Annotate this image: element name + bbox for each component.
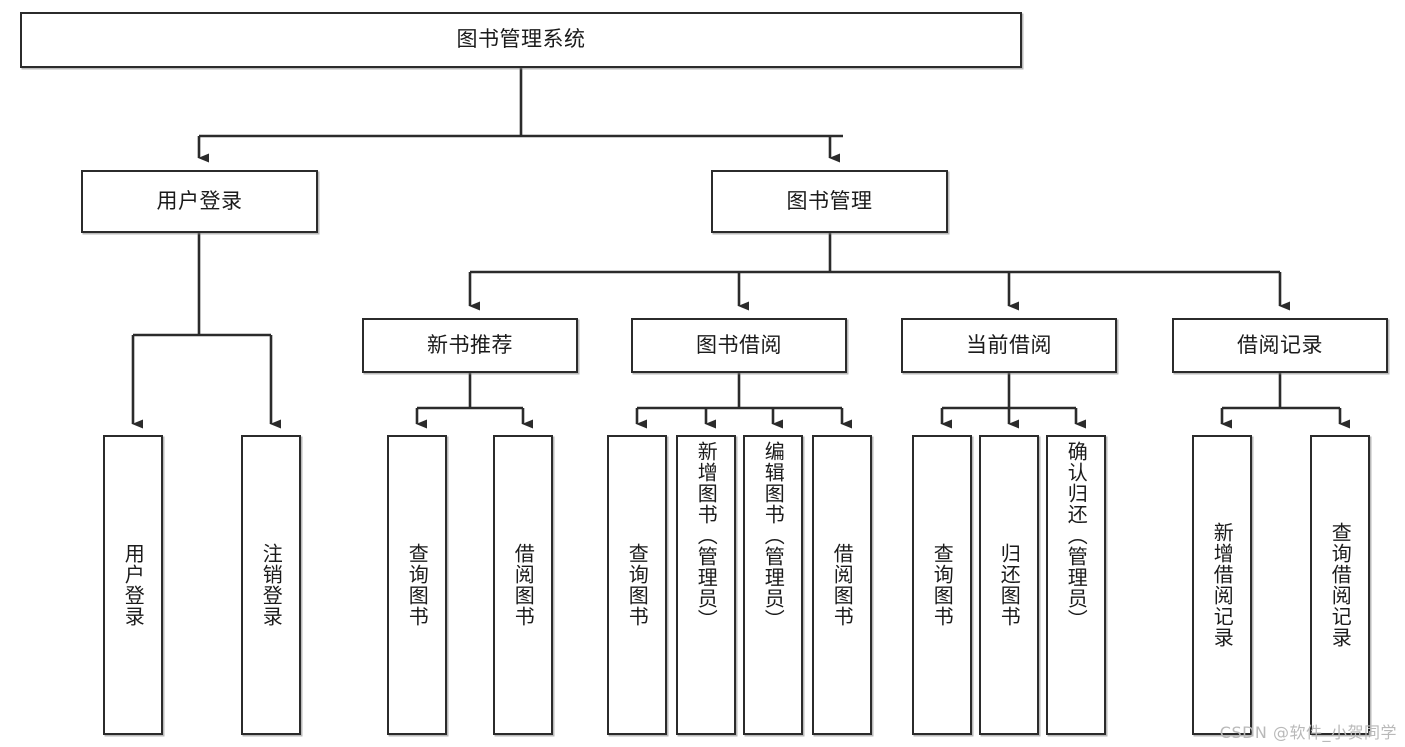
node-leaf-borrow-book-1[interactable]: 借阅图书 (493, 435, 553, 735)
node-leaf-query-record[interactable]: 查询借阅记录 (1310, 435, 1370, 735)
node-leaf-confirm-return-label: 确认归还（管理员） (1064, 441, 1089, 630)
node-leaf-return-book-label: 归还图书 (997, 543, 1022, 627)
node-leaf-query-book-3-label: 查询图书 (930, 543, 955, 627)
node-leaf-edit-book[interactable]: 编辑图书（管理员） (743, 435, 803, 735)
node-current-borrow[interactable]: 当前借阅 (901, 318, 1117, 373)
node-book-borrow-label: 图书借阅 (696, 332, 782, 357)
node-leaf-query-book-2-label: 查询图书 (625, 543, 650, 627)
node-leaf-borrow-book-1-label: 借阅图书 (511, 543, 536, 627)
leaf-user-login-inner: 用户登录 (105, 437, 161, 733)
node-leaf-add-book[interactable]: 新增图书（管理员） (676, 435, 736, 735)
node-leaf-query-record-label: 查询借阅记录 (1328, 522, 1353, 648)
node-book-management-label: 图书管理 (786, 188, 873, 213)
node-leaf-query-book-3[interactable]: 查询图书 (912, 435, 972, 735)
node-leaf-user-login[interactable]: 用户登录 (103, 435, 163, 735)
node-leaf-confirm-return[interactable]: 确认归还（管理员） (1046, 435, 1106, 735)
node-leaf-add-record-label: 新增借阅记录 (1210, 522, 1235, 648)
node-leaf-user-login-label: 用户登录 (121, 543, 146, 627)
node-leaf-borrow-book-2[interactable]: 借阅图书 (812, 435, 872, 735)
node-book-borrow[interactable]: 图书借阅 (631, 318, 847, 373)
node-leaf-return-book[interactable]: 归还图书 (979, 435, 1039, 735)
leaf-query-book-2-inner: 查询图书 (609, 437, 665, 733)
node-new-book-recommend[interactable]: 新书推荐 (362, 318, 578, 373)
node-book-management[interactable]: 图书管理 (711, 170, 948, 233)
leaf-query-book-1-inner: 查询图书 (389, 437, 445, 733)
node-borrow-record-label: 借阅记录 (1237, 332, 1323, 357)
leaf-query-book-3-inner: 查询图书 (914, 437, 970, 733)
leaf-add-book-inner: 新增图书（管理员） (678, 437, 734, 737)
leaf-user-logout-inner: 注销登录 (243, 437, 299, 733)
leaf-return-book-inner: 归还图书 (981, 437, 1037, 733)
node-root[interactable]: 图书管理系统 (20, 12, 1022, 68)
node-new-book-recommend-label: 新书推荐 (427, 332, 513, 357)
node-leaf-borrow-book-2-label: 借阅图书 (830, 543, 855, 627)
node-leaf-query-book-1-label: 查询图书 (405, 543, 430, 627)
node-user-login-label: 用户登录 (156, 188, 243, 213)
node-leaf-query-book-1[interactable]: 查询图书 (387, 435, 447, 735)
node-leaf-user-logout[interactable]: 注销登录 (241, 435, 301, 735)
node-root-label: 图书管理系统 (456, 27, 586, 52)
node-current-borrow-label: 当前借阅 (966, 332, 1052, 357)
node-leaf-user-logout-label: 注销登录 (259, 543, 284, 627)
leaf-add-record-inner: 新增借阅记录 (1194, 437, 1250, 733)
node-leaf-add-book-label: 新增图书（管理员） (694, 441, 719, 630)
leaf-edit-book-inner: 编辑图书（管理员） (745, 437, 801, 737)
node-leaf-add-record[interactable]: 新增借阅记录 (1192, 435, 1252, 735)
node-leaf-query-book-2[interactable]: 查询图书 (607, 435, 667, 735)
leaf-borrow-book-1-inner: 借阅图书 (495, 437, 551, 733)
leaf-query-record-inner: 查询借阅记录 (1312, 437, 1368, 733)
node-leaf-edit-book-label: 编辑图书（管理员） (761, 441, 786, 630)
node-user-login[interactable]: 用户登录 (81, 170, 318, 233)
leaf-borrow-book-2-inner: 借阅图书 (814, 437, 870, 733)
node-borrow-record[interactable]: 借阅记录 (1172, 318, 1388, 373)
csdn-watermark: CSDN @软件_小贺同学 (1219, 723, 1397, 742)
leaf-confirm-return-inner: 确认归还（管理员） (1048, 437, 1104, 737)
